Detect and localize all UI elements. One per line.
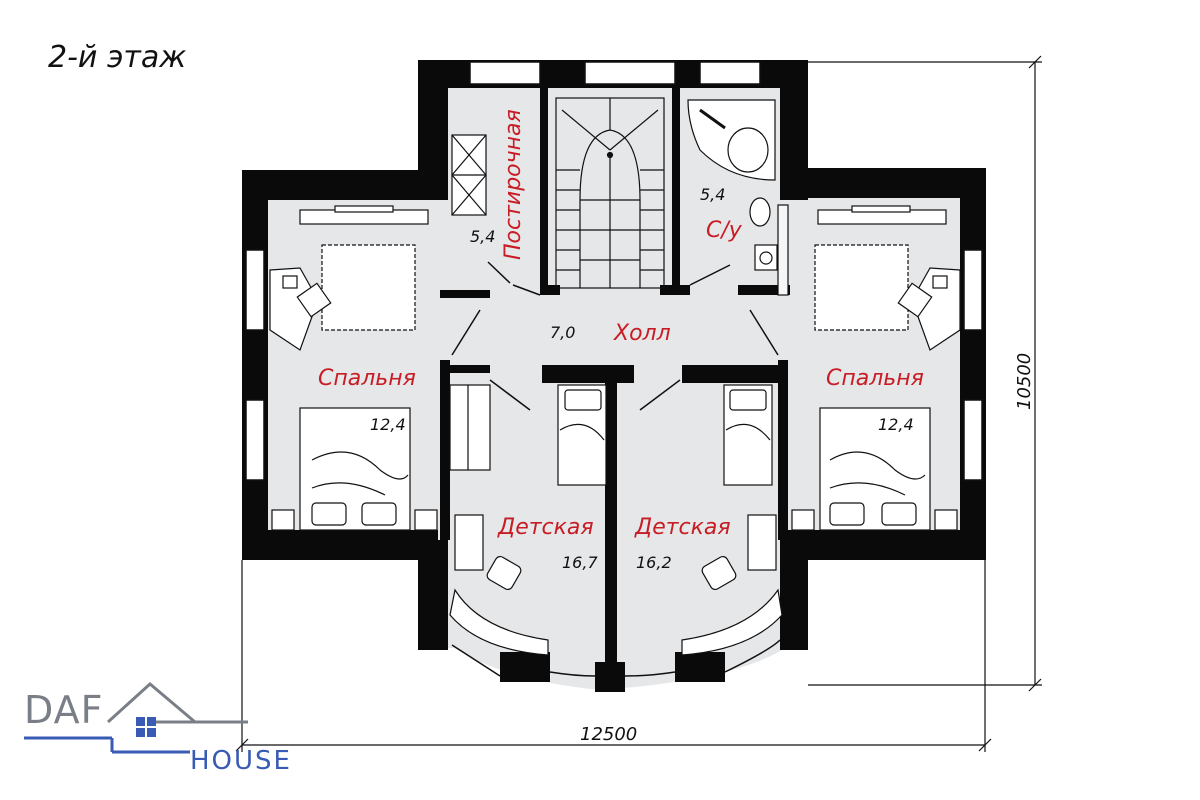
logo-house-icon	[24, 682, 248, 754]
room-name-bathroom: С/у	[706, 218, 743, 243]
logo-text-house: HOUSE	[190, 746, 292, 776]
room-name-kids-left: Детская	[497, 515, 594, 540]
floor-title: 2-й этаж	[48, 40, 187, 75]
room-area-hall: 7,0	[550, 323, 575, 342]
room-area-kids-right: 16,2	[636, 553, 672, 572]
room-area-bedroom-right: 12,4	[878, 415, 914, 434]
windows	[245, 61, 983, 677]
dimension-width: 12500	[580, 724, 637, 745]
laundry-shelves	[451, 134, 487, 216]
staircase	[555, 97, 665, 289]
kids-right-furniture	[681, 384, 783, 656]
room-area-bathroom: 5,4	[700, 185, 725, 204]
logo-text-daf: DAF	[24, 688, 104, 732]
room-name-bedroom-right: Спальня	[826, 366, 924, 391]
room-area-kids-left: 16,7	[562, 553, 598, 572]
bedroom-right-furniture	[791, 205, 961, 531]
bathroom-fixtures	[687, 99, 789, 296]
room-name-hall: Холл	[613, 321, 671, 346]
room-area-bedroom-left: 12,4	[370, 415, 406, 434]
inner-walls	[440, 88, 790, 665]
dimension-lines	[235, 55, 1042, 752]
room-name-kids-right: Детская	[634, 515, 731, 540]
door-swings	[451, 261, 779, 411]
kids-left-furniture	[449, 384, 607, 656]
room-area-storage: 5,4	[470, 227, 495, 246]
dimension-height: 10500	[1014, 353, 1035, 410]
room-name-storage: Постирочная	[501, 109, 526, 260]
bedroom-left-furniture	[269, 205, 438, 531]
room-name-bedroom-left: Спальня	[318, 366, 416, 391]
